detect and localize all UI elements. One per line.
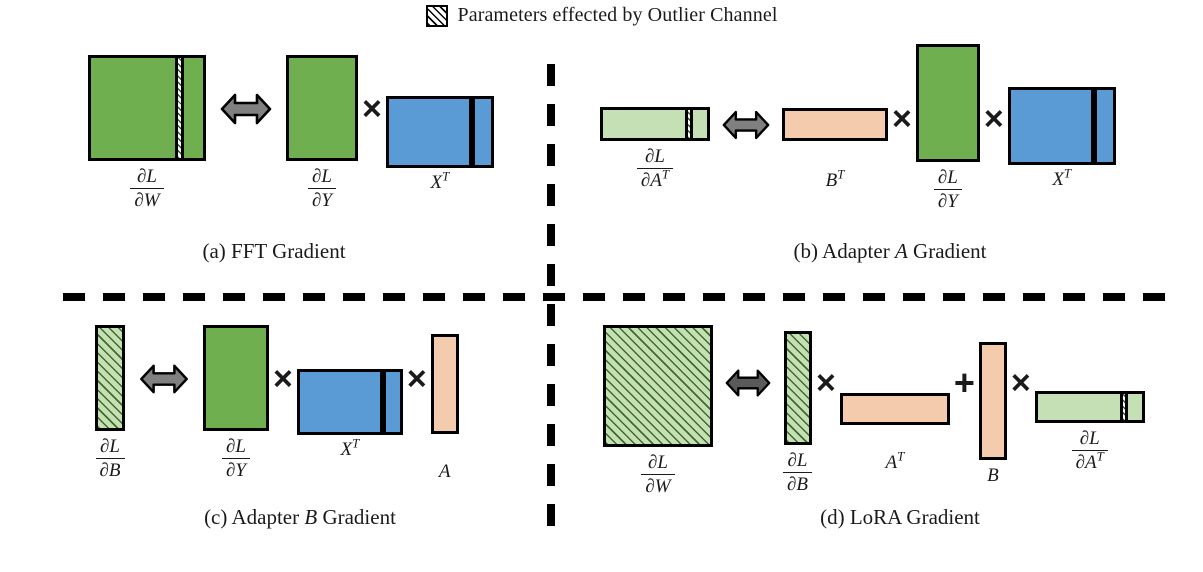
matrix-B: B (978, 341, 1007, 486)
matrix-label: ∂L ∂AT (636, 146, 674, 192)
matrix-label: ∂L ∂W (130, 166, 164, 212)
matrix-box (1034, 391, 1145, 423)
outlier-channel-stripe (175, 58, 184, 158)
double-arrow-icon (220, 93, 272, 125)
plus-operator: + (953, 362, 975, 404)
equivalence-arrow (206, 91, 286, 127)
equivalence-arrow (125, 362, 203, 396)
matrix-BT: BT (782, 108, 888, 190)
matrix-label: B (987, 464, 999, 486)
matrix-box (600, 107, 710, 141)
matrix-box (385, 96, 494, 169)
double-arrow-icon (725, 369, 771, 397)
matrix-label: AT (885, 448, 905, 473)
multiply-operator: × (816, 364, 836, 403)
matrix-box (95, 325, 125, 431)
horizontal-divider (63, 293, 1180, 301)
multiply-operator: × (1010, 364, 1031, 403)
matrix-label: A (438, 460, 451, 482)
multiply-operator: × (983, 100, 1004, 139)
panel-b-caption: (b) Adapter A Gradient (793, 239, 987, 263)
equivalence-arrow (713, 367, 783, 399)
outlier-channel-stripe (468, 99, 475, 166)
matrix-dL-dB: ∂L ∂B (95, 325, 125, 482)
multiply-operator: × (362, 90, 382, 129)
vertical-divider (547, 64, 555, 542)
matrix-dL-dY: ∂L ∂Y (286, 55, 358, 212)
hatched-square-swatch-icon (425, 4, 448, 27)
matrix-box (839, 392, 950, 425)
matrix-box (603, 325, 713, 447)
matrix-label: ∂L ∂W (641, 452, 675, 498)
matrix-dL-dY: ∂L ∂Y (203, 325, 269, 482)
matrix-label: ∂L ∂AT (1071, 428, 1108, 474)
matrix-dL-dAT: ∂L ∂AT (600, 107, 710, 192)
matrix-box (978, 341, 1007, 460)
matrix-dL-dW: ∂L ∂W (603, 325, 713, 498)
matrix-box (430, 333, 459, 434)
matrix-box (296, 369, 403, 436)
matrix-box (783, 331, 812, 445)
legend-label: Parameters effected by Outlier Channel (457, 4, 778, 26)
matrix-label: BT (825, 166, 845, 192)
matrix-XT: XT (296, 369, 403, 461)
outlier-channel-stripe (685, 110, 693, 138)
multiply-operator: × (273, 360, 293, 399)
matrix-dL-dAT: ∂L ∂AT (1034, 391, 1145, 474)
legend: Parameters effected by Outlier Channel (0, 4, 1203, 27)
outlier-channel-stripe (1090, 90, 1097, 163)
matrix-label: ∂L ∂B (783, 450, 812, 496)
matrix-box (286, 55, 358, 161)
matrix-label: ∂L ∂Y (308, 166, 336, 212)
panel-d-caption: (d) LoRA Gradient (820, 505, 980, 529)
matrix-XT: XT (385, 96, 494, 194)
double-arrow-icon (140, 364, 188, 394)
matrix-label: XT (1052, 165, 1072, 191)
multiply-operator: × (406, 360, 427, 399)
matrix-dL-dB: ∂L ∂B (783, 331, 812, 496)
outlier-channel-stripe (379, 372, 386, 433)
matrix-dL-dY: ∂L ∂Y (915, 44, 980, 213)
matrix-box (88, 55, 206, 161)
matrix-XT: XT (1007, 87, 1116, 191)
panel-a-caption: (a) FFT Gradient (202, 239, 346, 263)
matrix-label: ∂L ∂B (95, 436, 125, 482)
panel-c-caption: (c) Adapter B Gradient (204, 505, 396, 529)
matrix-label: XT (340, 435, 360, 461)
matrix-AT: AT (839, 392, 950, 473)
outlier-channel-stripe (1119, 394, 1128, 420)
matrix-dL-dW: ∂L ∂W (88, 55, 206, 212)
matrix-box (1007, 87, 1116, 166)
matrix-label: XT (430, 168, 450, 194)
matrix-box (203, 325, 269, 431)
double-arrow-icon (722, 111, 770, 140)
matrix-label: ∂L ∂Y (222, 436, 250, 482)
multiply-operator: × (892, 100, 912, 139)
matrix-box (915, 44, 980, 162)
equivalence-arrow (710, 108, 782, 142)
matrix-label: ∂L ∂Y (933, 167, 962, 213)
matrix-A: A (430, 333, 459, 482)
matrix-box (782, 108, 888, 142)
